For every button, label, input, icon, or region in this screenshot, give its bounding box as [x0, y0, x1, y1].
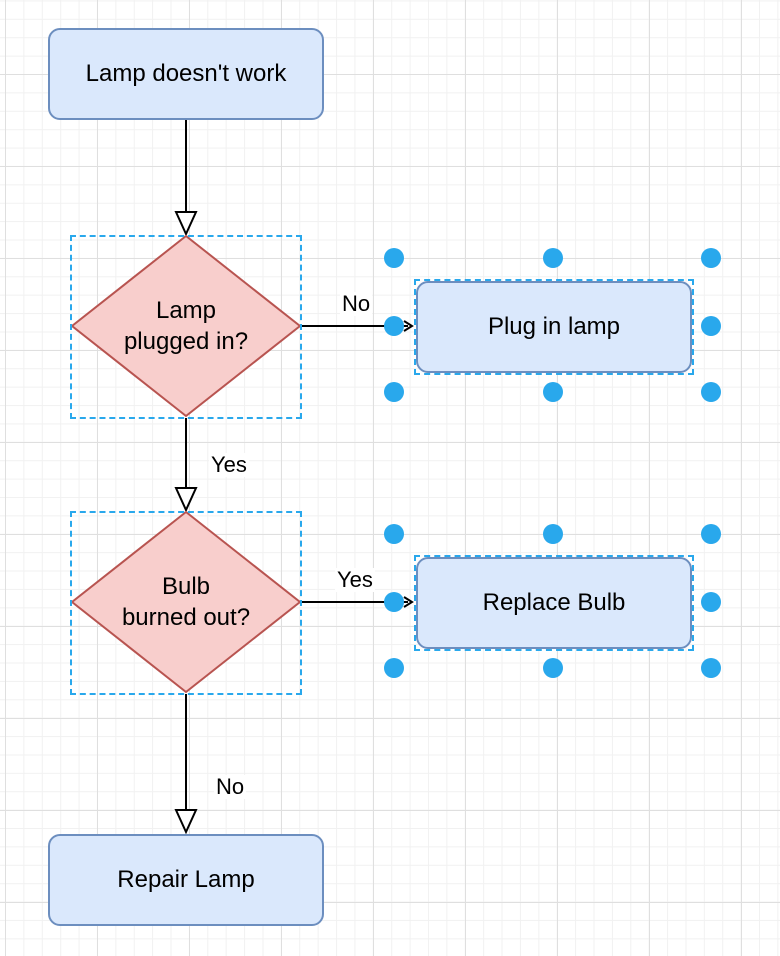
node-plug-in[interactable]: Plug in lamp	[416, 281, 692, 373]
selection-box-plugged	[70, 235, 302, 419]
resize-handle-se[interactable]	[701, 382, 721, 402]
resize-handle-n[interactable]	[543, 524, 563, 544]
edge-label-plugged-no: No	[340, 291, 373, 316]
arrowhead-plug-in	[403, 320, 414, 332]
edge-label-bulb-no: No	[214, 774, 247, 799]
resize-handle-e[interactable]	[701, 316, 721, 336]
resize-handle-ne[interactable]	[701, 248, 721, 268]
resize-handle-n[interactable]	[543, 248, 563, 268]
resize-handle-sw[interactable]	[384, 658, 404, 678]
resize-handle-nw[interactable]	[384, 524, 404, 544]
node-repair[interactable]: Repair Lamp	[48, 834, 324, 926]
resize-handle-se[interactable]	[701, 658, 721, 678]
resize-handle-nw[interactable]	[384, 248, 404, 268]
resize-handle-w[interactable]	[384, 316, 404, 336]
decision-plugged-shape[interactable]	[70, 234, 302, 418]
decision-bulb-label: Bulb burned out?	[121, 573, 251, 631]
edge-label-bulb-yes: Yes	[335, 567, 375, 592]
arrowhead-bulb	[174, 487, 198, 513]
resize-handle-s[interactable]	[543, 658, 563, 678]
node-replace-bulb[interactable]: Replace Bulb	[416, 557, 692, 649]
resize-handle-ne[interactable]	[701, 524, 721, 544]
arrowhead-repair	[174, 809, 198, 835]
resize-handle-e[interactable]	[701, 592, 721, 612]
arrowhead-replace	[403, 596, 414, 608]
resize-handle-s[interactable]	[543, 382, 563, 402]
selection-box-replace	[414, 555, 694, 651]
edge-label-plugged-yes: Yes	[209, 452, 249, 477]
arrowhead-plugged	[174, 211, 198, 237]
selection-box-bulb	[70, 511, 302, 695]
resize-handle-sw[interactable]	[384, 382, 404, 402]
selection-box-plug-in	[414, 279, 694, 375]
decision-bulb-shape[interactable]	[70, 510, 302, 694]
resize-handle-w[interactable]	[384, 592, 404, 612]
decision-plugged-label: Lamp plugged in?	[123, 297, 249, 355]
node-start[interactable]: Lamp doesn't work	[48, 28, 324, 120]
